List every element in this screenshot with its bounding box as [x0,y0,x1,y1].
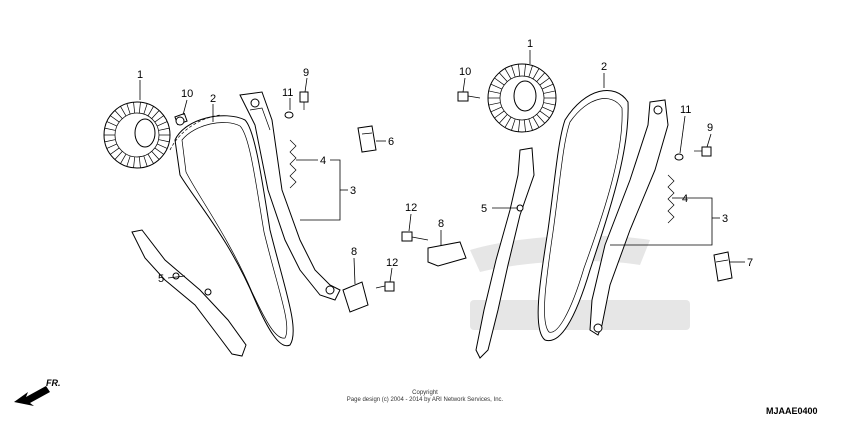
front-direction-label: FR. [46,378,61,388]
washer-11-left[interactable] [284,111,294,119]
cam-chain-left[interactable] [169,114,294,347]
copyright-notice: Copyright Page design (c) 2004 - 2014 by… [300,390,550,404]
chain-guide-5-left[interactable] [131,229,247,357]
callout-12-lower: 12 [386,257,398,269]
copyright-line-1: Copyright [412,390,438,396]
tensioner-spring-right[interactable] [667,174,675,224]
chain-guide-5-right[interactable] [475,147,535,359]
callout-7: 7 [747,257,753,269]
bolt-10-right[interactable] [457,91,481,102]
bolt-9-left[interactable] [299,91,309,110]
tensioner-left[interactable] [239,91,341,301]
guide-plate-8-lower[interactable] [342,281,369,313]
chain-guide-7[interactable] [713,251,733,282]
callout-9-left: 9 [303,67,309,79]
callout-9-right: 9 [707,122,713,134]
callout-2-left: 2 [210,93,216,105]
bolt-12-upper[interactable] [401,231,429,242]
callout-3-left: 3 [350,185,356,197]
callout-1-left: 1 [137,69,143,81]
cam-chain-right[interactable] [537,89,629,342]
callout-3-right: 3 [722,213,728,225]
callout-5-left: 5 [158,273,164,285]
callout-1-right: 1 [527,38,533,50]
callout-10-right: 10 [459,66,471,78]
callout-11-left: 11 [282,87,293,99]
bolt-12-lower[interactable] [375,281,395,292]
callout-8-upper: 8 [438,218,444,230]
callout-labels: 1 10 2 9 11 6 4 3 5 12 8 8 12 10 1 2 11 … [137,38,753,285]
callout-6: 6 [388,136,394,148]
callout-4-right: 4 [682,193,688,205]
callout-5-right: 5 [481,203,487,215]
callout-11-right: 11 [680,104,691,116]
guide-plate-8-upper[interactable] [427,241,467,267]
tensioner-spring-left[interactable] [289,139,297,189]
bolt-9-right[interactable] [694,146,712,157]
bolt-10-left[interactable] [174,112,188,126]
chain-guide-6[interactable] [357,125,377,153]
callout-10-left: 10 [181,88,193,100]
front-arrow-icon [14,386,50,406]
leader-lines [139,50,745,285]
cam-sprocket-right[interactable] [487,63,557,133]
callout-2-right: 2 [601,61,607,73]
diagram-code: MJAAE0400 [766,406,818,416]
washer-11-right[interactable] [674,153,684,161]
cam-sprocket-left[interactable] [103,101,171,169]
callout-12-upper: 12 [405,202,417,214]
copyright-line-2: Page design (c) 2004 - 2014 by ARI Netwo… [346,397,504,403]
callout-8-lower: 8 [351,246,357,258]
callout-4-left: 4 [320,155,326,167]
tensioner-right[interactable] [589,99,669,336]
